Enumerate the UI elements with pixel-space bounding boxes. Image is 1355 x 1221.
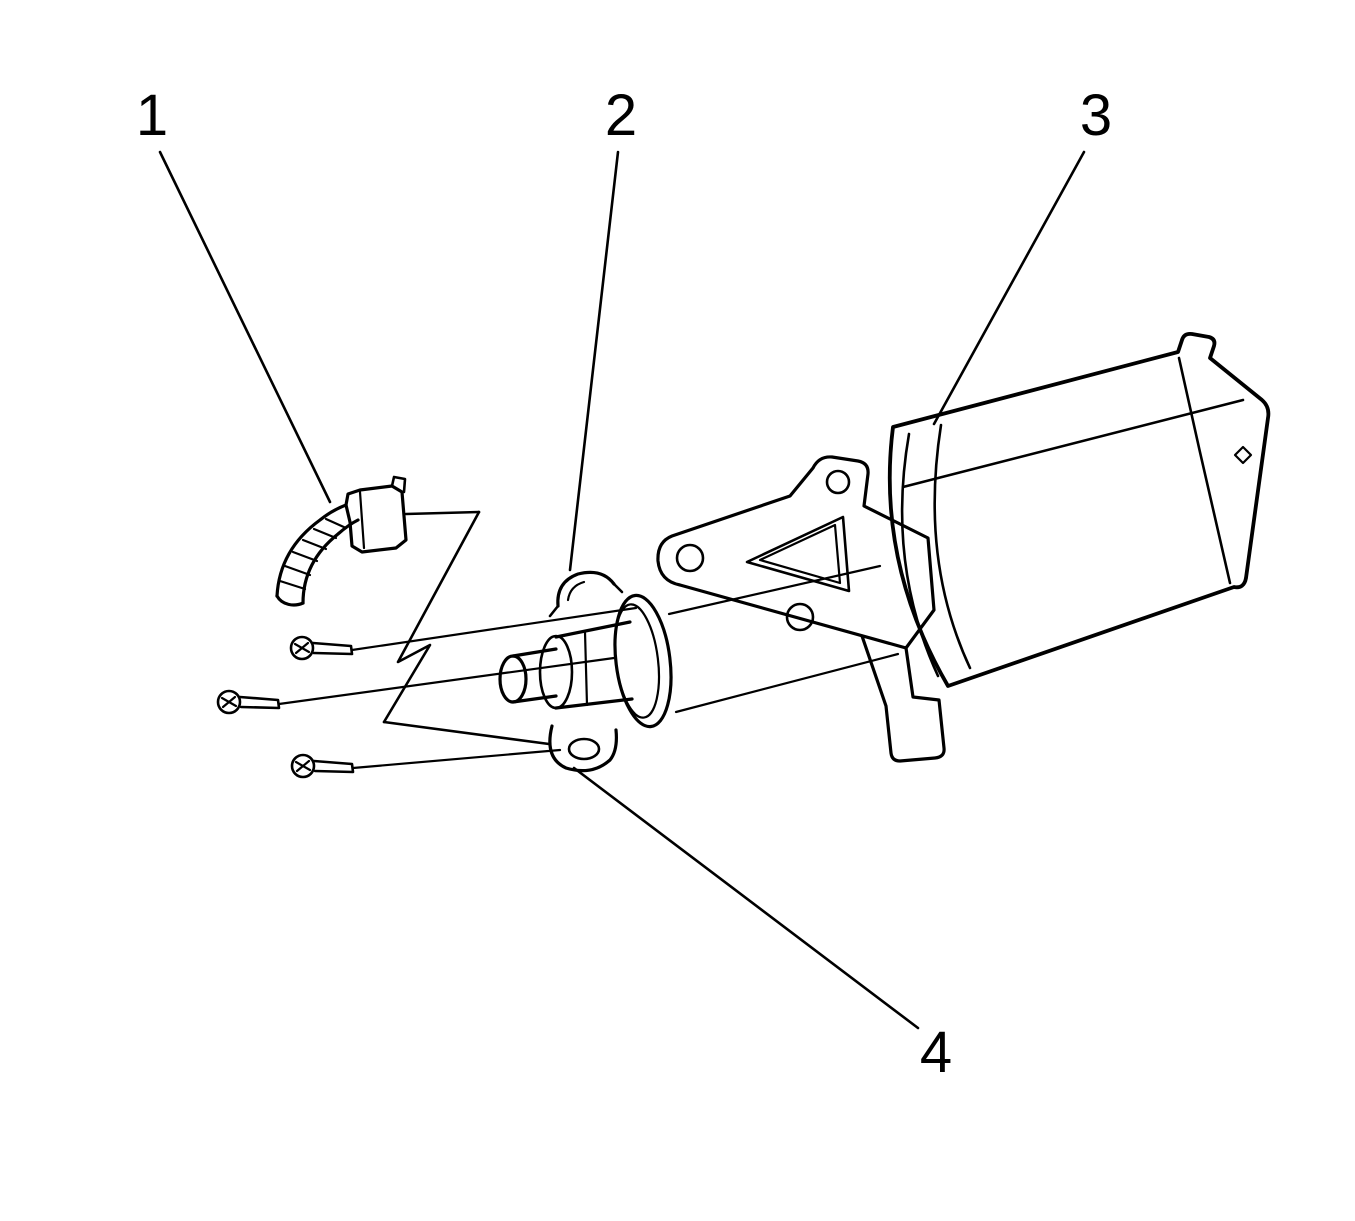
callout-label-1: 1 [136, 83, 168, 148]
callout-leader-lines [158, 150, 1086, 1030]
motor-tip-body [511, 647, 558, 704]
hose-ribs [278, 517, 348, 591]
screw-1-axis-line [350, 606, 638, 652]
bracket-mount-foot [860, 634, 946, 763]
leader-line-1 [158, 150, 332, 504]
bracket-triangle-inner [758, 523, 842, 585]
vent-tab-drawing [548, 724, 618, 773]
callout-label-3: 3 [1080, 83, 1112, 148]
mounting-flange-inner [613, 603, 661, 719]
motor-collar-ring [583, 630, 589, 707]
solenoid-motor-drawing [498, 564, 900, 773]
canister-bracket-drawing [656, 455, 946, 763]
screw-2-head [216, 689, 242, 715]
canister-end-cap-seam [1177, 356, 1232, 585]
screw-2-shaft [238, 695, 281, 710]
bracket-ear-hole [825, 469, 851, 495]
screw-3-drive [294, 759, 312, 773]
connector-tab [390, 475, 407, 494]
bracket-triangle-cutout [745, 515, 851, 593]
connector-body [344, 484, 408, 554]
retainer-clip-arc [556, 570, 616, 608]
callout-labels: 1 2 3 4 [136, 83, 1112, 1085]
screw-3-shaft [312, 759, 355, 774]
screw-1-drive [293, 641, 311, 655]
screw-2-drive [220, 695, 238, 709]
screw-1 [289, 606, 638, 661]
connector-seam [358, 490, 366, 550]
break-continuation-line [382, 720, 551, 746]
retainer-clip-detail [566, 580, 586, 602]
harness-connector-drawing [344, 475, 481, 554]
motor-tip-end [498, 654, 528, 704]
hose-inner-edge [301, 518, 360, 605]
leader-line-2 [568, 150, 620, 572]
break-zigzag [382, 510, 481, 724]
leader-line-4 [572, 766, 920, 1030]
callout-label-4: 4 [920, 1020, 952, 1085]
screw-1-shaft [311, 641, 354, 656]
callout-label-2: 2 [605, 83, 637, 148]
bracket-hole-lower [785, 602, 815, 632]
screw-2-axis-line [277, 656, 616, 706]
retainer-clip-prongs [548, 582, 624, 618]
solenoid-snout-lines [667, 564, 900, 714]
screw-2 [216, 656, 616, 715]
canister-drawing [887, 331, 1271, 688]
screw-3 [290, 748, 562, 779]
retainer-clip-drawing [548, 570, 624, 618]
canister-top-contour [901, 398, 1245, 489]
canister-outline [887, 331, 1271, 688]
break-symbol [382, 510, 551, 746]
screw-3-axis-line [351, 748, 562, 770]
hose-end-cap [275, 594, 305, 607]
vent-tab-outline [548, 724, 618, 773]
corrugated-hose-drawing [275, 503, 360, 607]
screw-1-head [289, 635, 315, 661]
connector-wire-line [404, 510, 481, 516]
vent-tab-port [567, 737, 601, 761]
screw-3-head [290, 753, 316, 779]
leader-line-3 [932, 150, 1086, 426]
hose-outer-edge [275, 503, 348, 598]
bracket-hole-left [675, 543, 705, 573]
canister-ribs [900, 423, 972, 678]
bracket-plate-outline [656, 455, 936, 650]
canister-vent-hole [1233, 445, 1253, 465]
